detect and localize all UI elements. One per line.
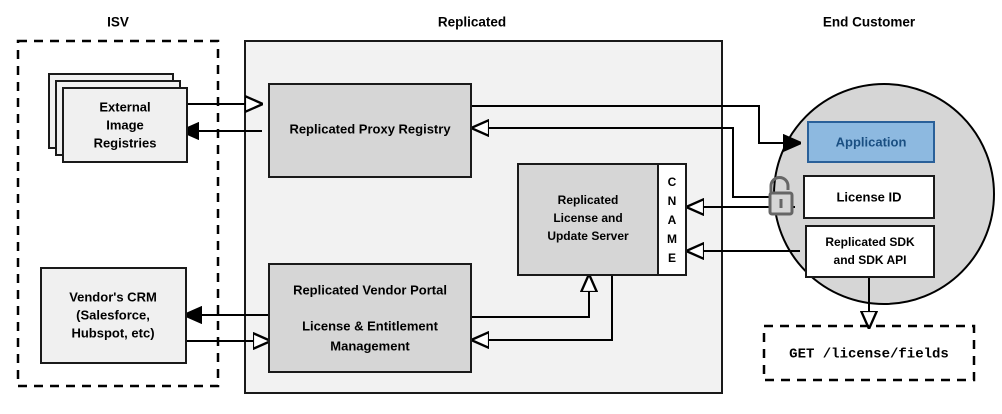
isv-boundary xyxy=(16,39,220,388)
registry-stack-front xyxy=(62,87,188,163)
replicated-sdk-box[interactable]: Replicated SDK and SDK API xyxy=(805,225,935,278)
cname-letter-c: C xyxy=(668,175,677,189)
replicated-vendor-portal-rect xyxy=(268,263,472,373)
license-server-line-3: Update Server xyxy=(547,229,629,243)
connector-portal-to-license-server xyxy=(470,275,589,318)
cname-letter-n: N xyxy=(668,194,677,208)
end-customer-zone-title: End Customer xyxy=(823,15,916,30)
license-server-line-1: Replicated xyxy=(558,193,619,207)
cname-letter-e: E xyxy=(668,251,676,265)
unlock-icon xyxy=(768,176,794,216)
external-image-registries-line-2: Image xyxy=(106,117,144,132)
replicated-vendor-portal-box[interactable]: Replicated Vendor Portal License & Entit… xyxy=(268,263,472,373)
external-image-registries-box[interactable]: External Image Registries xyxy=(48,73,188,163)
isv-zone: ISV xyxy=(16,15,220,388)
replicated-license-update-server-rect xyxy=(517,163,659,276)
cname-letter-a: A xyxy=(668,213,677,227)
application-box[interactable]: Application xyxy=(807,121,935,163)
cname-letter-m: M xyxy=(667,232,677,246)
vendors-crm-line-3: Hubspot, etc) xyxy=(71,325,154,340)
license-id-label: License ID xyxy=(836,189,901,204)
connector-customer-to-proxy xyxy=(472,128,793,198)
external-image-registries-line-1: External xyxy=(99,99,150,114)
vendor-portal-line-4: Management xyxy=(330,338,410,353)
replicated-sdk-rect xyxy=(805,225,935,278)
license-server-line-2: License and xyxy=(553,211,622,225)
external-image-registries-line-3: Registries xyxy=(94,135,157,150)
cname-rect xyxy=(657,163,687,276)
replicated-proxy-registry-rect xyxy=(268,83,472,178)
vendors-crm-line-2: (Salesforce, xyxy=(76,307,150,322)
vendors-crm-line-1: Vendor's CRM xyxy=(69,289,157,304)
api-request-boundary xyxy=(762,324,976,382)
application-label: Application xyxy=(836,134,907,149)
replicated-zone-title: Replicated xyxy=(438,15,506,30)
replicated-sdk-line-2: and SDK API xyxy=(834,253,907,267)
vendors-crm-rect xyxy=(40,267,187,364)
replicated-proxy-registry-label: Replicated Proxy Registry xyxy=(289,121,451,136)
replicated-license-update-server-box[interactable]: Replicated License and Update Server xyxy=(517,163,659,276)
api-request-label: GET /license/fields xyxy=(789,347,949,363)
connector-license-server-to-portal xyxy=(472,275,613,340)
connector-proxy-to-application xyxy=(470,105,800,143)
api-request-box[interactable]: GET /license/fields xyxy=(762,324,976,382)
vendor-portal-line-3: License & Entitlement xyxy=(302,318,438,333)
cname-strip[interactable]: C N A M E xyxy=(657,163,687,276)
isv-zone-title: ISV xyxy=(107,15,129,30)
application-rect xyxy=(807,121,935,163)
replicated-proxy-registry-box[interactable]: Replicated Proxy Registry xyxy=(268,83,472,178)
replicated-sdk-line-1: Replicated SDK xyxy=(825,235,915,249)
license-id-rect xyxy=(803,175,935,219)
vendors-crm-box[interactable]: Vendor's CRM (Salesforce, Hubspot, etc) xyxy=(40,267,187,364)
license-id-box[interactable]: License ID xyxy=(803,175,935,219)
vendor-portal-line-1: Replicated Vendor Portal xyxy=(293,282,447,297)
